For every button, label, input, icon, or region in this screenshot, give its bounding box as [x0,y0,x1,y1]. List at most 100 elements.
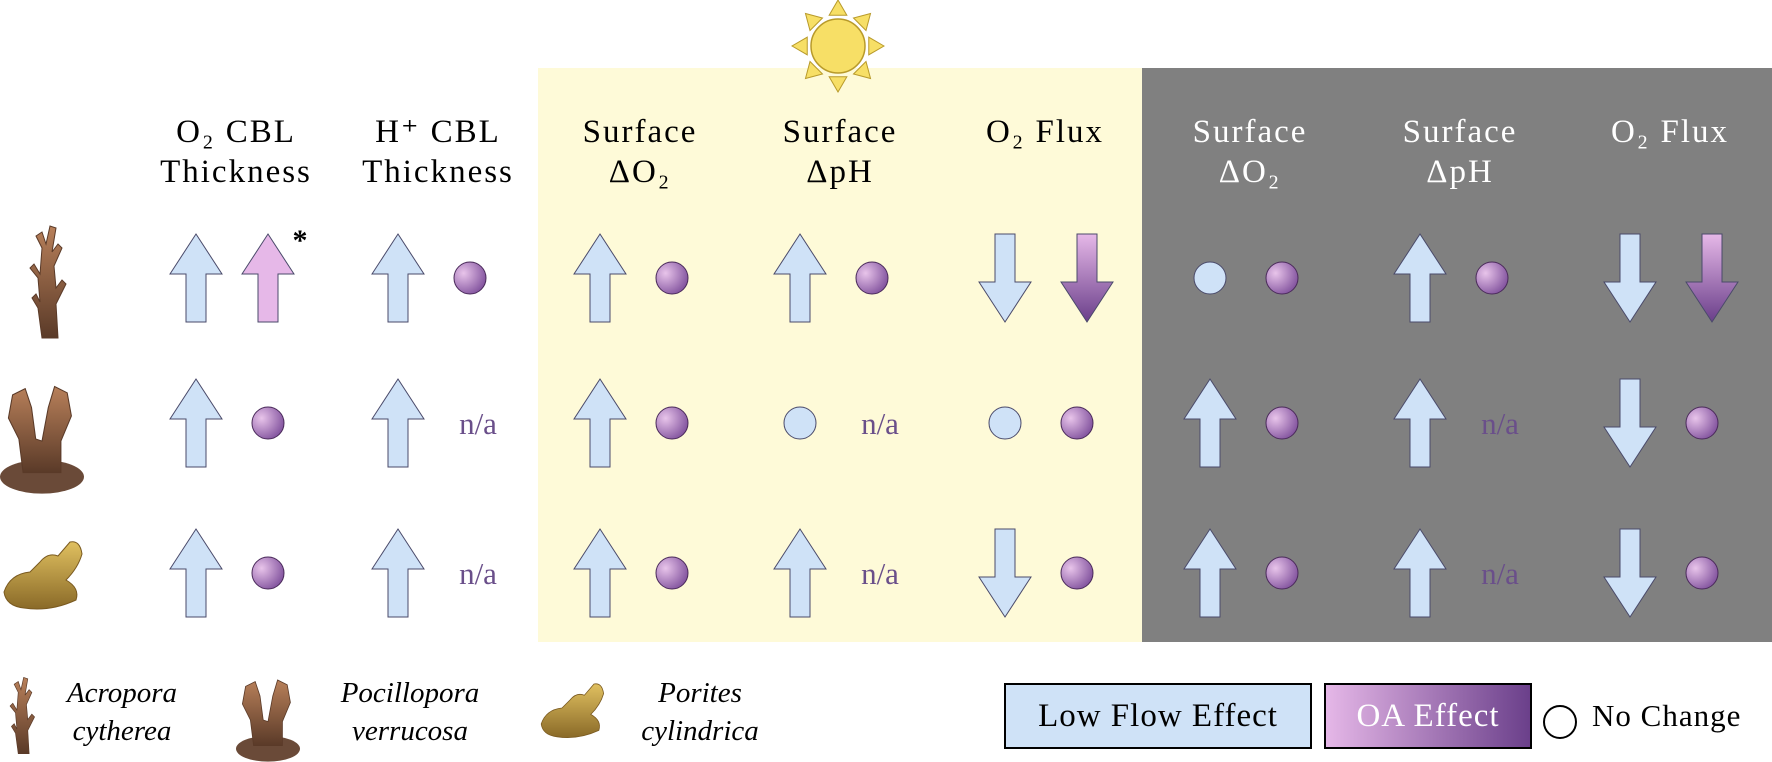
effect-cell: n/a [371,528,497,618]
oa-dot [655,556,689,590]
day-panel [538,68,1142,642]
low-flow-down-arrow [1603,233,1657,323]
oa-dot [251,406,285,440]
effect-cell [1603,378,1719,468]
effect-cell [1193,261,1299,295]
column-header-line1: Surface [583,114,698,150]
effect-cell [573,528,689,618]
na-label: n/a [1481,556,1519,591]
column-header-line2: Thickness [362,154,514,190]
low-flow-legend-box [1004,683,1312,749]
na-label: n/a [459,406,497,441]
effect-cell [573,233,689,323]
low-flow-up-arrow [573,233,627,323]
effect-cell [1183,378,1299,468]
column-header-line1: O₂ Flux [1611,114,1729,150]
oa-dot [655,261,689,295]
low-flow-up-arrow [573,378,627,468]
oa-dot [453,261,487,295]
oa-dot [1265,406,1299,440]
na-label: n/a [861,406,899,441]
low-flow-up-arrow [773,233,827,323]
branching-coral-icon [9,676,35,754]
no-change-legend-label: No Change [1592,698,1741,733]
species-name-line1: Pocillopora [340,677,480,709]
low-flow-up-arrow [1393,378,1447,468]
column-header-line1: O₂ Flux [986,114,1104,150]
low-flow-up-arrow [371,233,425,323]
na-label: n/a [459,556,497,591]
low-flow-up-arrow [1393,528,1447,618]
effect-cell: n/a [773,528,899,618]
low-flow-up-arrow [773,528,827,618]
effect-cell [978,233,1114,323]
oa-down-arrow [1685,233,1739,323]
low-flow-down-arrow [978,528,1032,618]
column-header-line1: Surface [1193,114,1308,150]
effect-cell [169,378,285,468]
low-flow-no-change-dot [988,406,1022,440]
na-label: n/a [1481,406,1519,441]
no-change-legend-icon [1543,705,1577,739]
oa-down-arrow [1060,233,1114,323]
effect-cell [1603,233,1739,323]
significance-mark: * [293,224,308,257]
low-flow-up-arrow [573,528,627,618]
effect-cell: n/a [783,406,899,441]
oa-dot [1685,406,1719,440]
effect-legend: Low Flow Effect OA Effect No Change [1004,683,1741,749]
effect-cell [1183,528,1299,618]
column-header-line1: Surface [783,114,898,150]
low-flow-up-arrow [371,528,425,618]
column-header-line2: ΔO₂ [1219,154,1282,190]
effect-cell [1603,528,1719,618]
sun-icon [791,0,885,93]
oa-legend-box [1324,683,1532,749]
low-flow-no-change-dot [783,406,817,440]
porites-coral-icon [540,683,605,738]
effect-cell [773,233,889,323]
effect-cell: n/a [1393,378,1519,468]
oa-dot [1265,556,1299,590]
pocillopora-coral-icon [236,679,300,762]
low-flow-down-arrow [1603,378,1657,468]
na-label: n/a [861,556,899,591]
low-flow-up-arrow [169,233,223,323]
low-flow-legend-label: Low Flow Effect [1038,698,1278,734]
column-header-line2: Thickness [160,154,312,190]
species-legend-item: Porites cylindrica [540,677,759,747]
column-header-line2: ΔpH [806,154,874,190]
column-header-line1: H⁺ CBL [375,114,501,150]
column-header-line2: ΔO₂ [609,154,672,190]
species-name-line2: cytherea [73,715,172,747]
species-name-line1: Acropora [65,677,177,709]
effect-cell [1393,233,1509,323]
low-flow-up-arrow [169,528,223,618]
column-header-line1: Surface [1403,114,1518,150]
species-name-line2: cylindrica [641,715,759,747]
low-flow-up-arrow [1183,528,1237,618]
oa-dot [1685,556,1719,590]
effect-cell [573,378,689,468]
porites-coral-icon [3,541,83,610]
species-legend-item: Acropora cytherea [9,676,177,754]
species-name-line1: Porites [657,677,742,709]
species-name-line2: verrucosa [352,715,468,747]
oa-legend-label: OA Effect [1356,698,1499,734]
effect-cell: n/a [371,378,497,468]
branching-coral-icon [29,225,67,339]
species-legend-item: Pocillopora verrucosa [236,677,479,762]
oa-dot [251,556,285,590]
effect-cell [978,528,1094,618]
oa-up-arrow [241,233,295,323]
low-flow-down-arrow [1603,528,1657,618]
effect-cell [371,233,487,323]
low-flow-up-arrow [371,378,425,468]
column-header-line2: ΔpH [1426,154,1494,190]
low-flow-down-arrow [978,233,1032,323]
effect-cell: * [169,224,308,323]
low-flow-up-arrow [169,378,223,468]
oa-dot [1060,556,1094,590]
low-flow-no-change-dot [1193,261,1227,295]
